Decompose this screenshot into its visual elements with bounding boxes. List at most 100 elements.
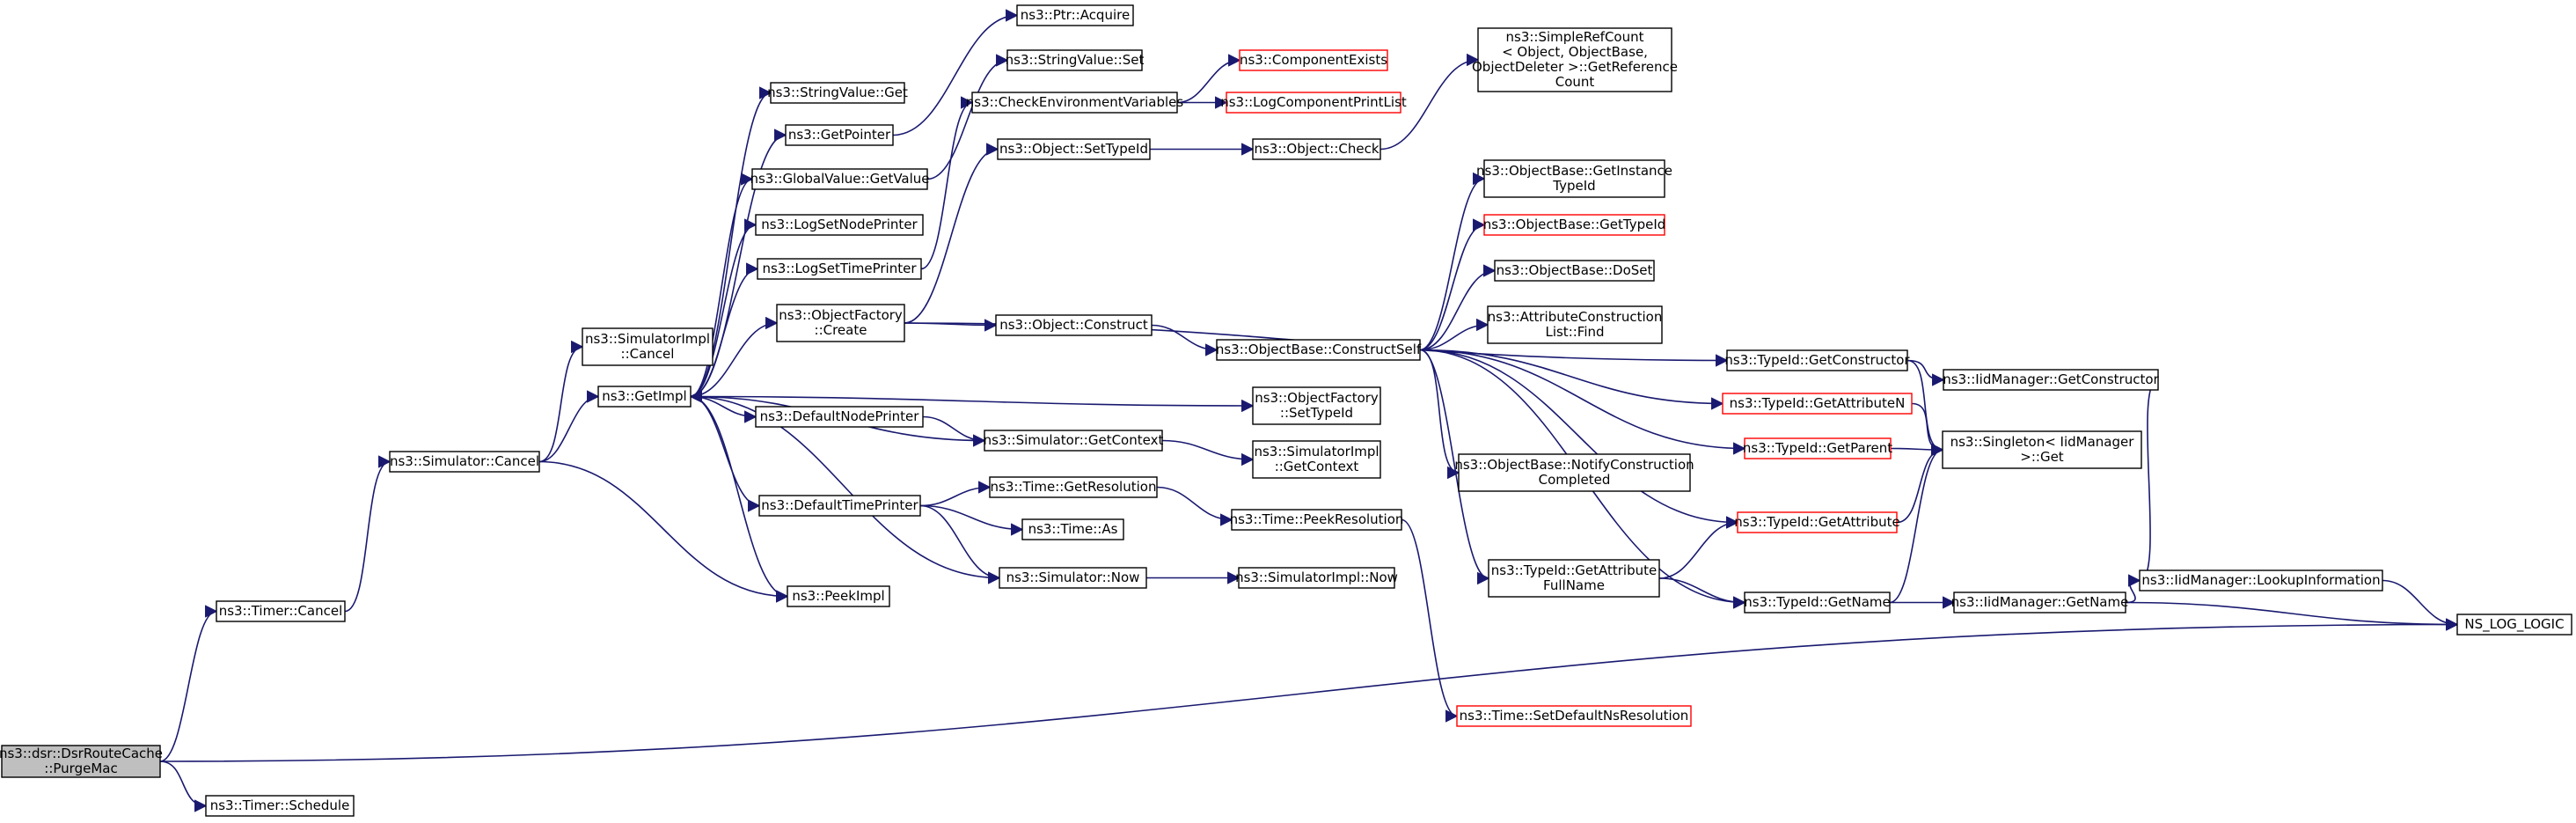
- node-label: ns3::ObjectBase::NotifyConstruction: [1454, 457, 1694, 473]
- call-edge-objbase_constructself-to-objbase_getinstancetypeid: [1419, 172, 1486, 351]
- node-label: ObjectDeleter >::GetReference: [1472, 59, 1678, 75]
- node-sim_now[interactable]: ns3::Simulator::Now: [999, 567, 1147, 589]
- node-label: ns3::Time::As: [1028, 521, 1118, 537]
- node-obj_construct[interactable]: ns3::Object::Construct: [995, 314, 1153, 336]
- node-box: [787, 585, 890, 607]
- node-box: [1483, 214, 1665, 236]
- call-edge-getimpl-to-strval_get: [690, 86, 772, 398]
- node-label: ns3::Ptr::Acquire: [1021, 7, 1130, 23]
- node-strval_set[interactable]: ns3::StringValue::Set: [1006, 49, 1145, 71]
- call-edge-sim_cancel-to-peekimpl: [538, 460, 789, 603]
- node-box: [997, 138, 1151, 160]
- node-simimpl_now[interactable]: ns3::SimulatorImpl::Now: [1235, 567, 1398, 589]
- node-label: ns3::Simulator::GetContext: [984, 432, 1164, 448]
- node-checkenv[interactable]: ns3::CheckEnvironmentVariables: [966, 92, 1184, 114]
- node-iidmgr_lookupinfo[interactable]: ns3::IidManager::LookupInformation: [2139, 569, 2383, 592]
- node-box: [1231, 509, 1402, 531]
- call-edge-getimpl-to-defaulttimeprinter: [690, 395, 761, 512]
- node-box: [984, 430, 1163, 452]
- node-label: ns3::ComponentExists: [1240, 52, 1387, 68]
- call-edge-objbase_constructself-to-attrconslist_find: [1419, 318, 1489, 351]
- node-logsetnodeprinter[interactable]: ns3::LogSetNodePrinter: [755, 214, 924, 236]
- node-typeid_getattribute[interactable]: ns3::TypeId::GetAttribute: [1734, 511, 1900, 533]
- node-box: [582, 327, 714, 366]
- node-getimpl[interactable]: ns3::GetImpl: [597, 386, 692, 408]
- node-box: [1494, 260, 1655, 282]
- node-box: [755, 214, 924, 236]
- node-simimpl_getcontext[interactable]: ns3::SimulatorImpl::GetContext: [1252, 440, 1381, 479]
- node-label: ns3::LogSetNodePrinter: [761, 217, 918, 232]
- node-purgemac[interactable]: ns3::dsr::DsrRouteCache::PurgeMac: [0, 745, 163, 778]
- node-box: [989, 476, 1158, 498]
- node-objbase_notifyconstruction[interactable]: ns3::ObjectBase::NotifyConstructionCompl…: [1454, 453, 1694, 492]
- node-time_setdefaultns[interactable]: ns3::Time::SetDefaultNsResolution: [1456, 705, 1692, 727]
- node-defaulttimeprinter[interactable]: ns3::DefaultTimePrinter: [758, 495, 921, 517]
- call-edge-sim_getcontext-to-simimpl_getcontext: [1161, 439, 1255, 467]
- call-edge-objbase_constructself-to-objbase_gettypeid: [1419, 218, 1486, 351]
- node-layer: ns3::dsr::DsrRouteCache::PurgeMacns3::Ti…: [0, 4, 2572, 817]
- node-componentexists[interactable]: ns3::ComponentExists: [1239, 49, 1388, 71]
- node-box: [1477, 27, 1672, 92]
- node-typeid_getparent[interactable]: ns3::TypeId::GetParent: [1743, 437, 1892, 459]
- node-simimpl_cancel[interactable]: ns3::SimulatorImpl::Cancel: [582, 327, 714, 366]
- node-defaultnodeprinter[interactable]: ns3::DefaultNodePrinter: [755, 406, 924, 428]
- node-simplerefcount[interactable]: ns3::SimpleRefCount< Object, ObjectBase,…: [1472, 27, 1678, 92]
- node-peekimpl[interactable]: ns3::PeekImpl: [787, 585, 890, 607]
- call-edge-typeid_getattributefullname-to-typeid_getattribute: [1658, 516, 1739, 579]
- node-label: < Object, ObjectBase,: [1502, 44, 1648, 60]
- node-label: ns3::TypeId::GetName: [1744, 594, 1890, 610]
- node-box: [770, 82, 905, 104]
- node-label: ns3::IidManager::GetName: [1951, 594, 2129, 610]
- node-iidmgr_getname[interactable]: ns3::IidManager::GetName: [1951, 592, 2129, 614]
- call-edge-purgemac-to-timer_cancel: [159, 605, 218, 762]
- node-box: [1, 745, 161, 778]
- node-ptr_acquire[interactable]: ns3::Ptr::Acquire: [1016, 4, 1134, 26]
- node-getpointer[interactable]: ns3::GetPointer: [785, 124, 894, 146]
- node-timer_schedule[interactable]: ns3::Timer::Schedule: [205, 795, 355, 817]
- node-box: [1487, 305, 1663, 344]
- node-label: ::GetContext: [1275, 459, 1359, 474]
- node-objbase_constructself[interactable]: ns3::ObjectBase::ConstructSelf: [1216, 339, 1422, 361]
- node-label: ns3::ObjectFactory: [1255, 390, 1379, 406]
- node-obj_settypeid[interactable]: ns3::Object::SetTypeId: [997, 138, 1151, 160]
- node-box: [597, 386, 692, 408]
- node-ns_log_logic[interactable]: NS_LOG_LOGIC: [2456, 614, 2572, 636]
- node-logcomponentprintlist[interactable]: ns3::LogComponentPrintList: [1220, 92, 1407, 114]
- node-strval_get[interactable]: ns3::StringValue::Get: [767, 82, 908, 104]
- node-objfactory_settypeid[interactable]: ns3::ObjectFactory::SetTypeId: [1252, 386, 1381, 425]
- call-edge-getimpl-to-logsetnodeprinter: [690, 218, 757, 398]
- node-label: ::Cancel: [621, 346, 675, 362]
- node-label: ns3::LogSetTimePrinter: [762, 261, 917, 276]
- node-singleton_get[interactable]: ns3::Singleton< IidManager >::Get: [1942, 430, 2142, 469]
- node-timer_cancel[interactable]: ns3::Timer::Cancel: [216, 600, 346, 622]
- call-edge-iidmgr_getname-to-iidmgr_lookupinfo: [2125, 574, 2141, 604]
- node-box: [1016, 4, 1134, 26]
- node-time_peekresolution[interactable]: ns3::Time::PeekResolution: [1230, 509, 1404, 531]
- node-sim_cancel[interactable]: ns3::Simulator::Cancel: [389, 451, 540, 473]
- node-objfactory_create[interactable]: ns3::ObjectFactory::Create: [776, 304, 905, 342]
- node-obj_check[interactable]: ns3::Object::Check: [1252, 138, 1381, 160]
- node-globalval_getvalue[interactable]: ns3::GlobalValue::GetValue: [750, 168, 930, 190]
- node-objbase_doset[interactable]: ns3::ObjectBase::DoSet: [1494, 260, 1655, 282]
- node-objbase_gettypeid[interactable]: ns3::ObjectBase::GetTypeId: [1483, 214, 1666, 236]
- node-box: [785, 124, 894, 146]
- node-logsettimeprinter[interactable]: ns3::LogSetTimePrinter: [757, 258, 922, 280]
- node-typeid_getname[interactable]: ns3::TypeId::GetName: [1744, 592, 1891, 614]
- node-box: [1216, 339, 1421, 361]
- node-label: >::Get: [2020, 449, 2064, 465]
- node-time_getresolution[interactable]: ns3::Time::GetResolution: [989, 476, 1158, 498]
- node-label: ns3::StringValue::Set: [1006, 52, 1145, 68]
- node-iidmgr_getconstructor[interactable]: ns3::IidManager::GetConstructor: [1943, 369, 2160, 391]
- call-edge-time_getresolution-to-time_peekresolution: [1156, 486, 1233, 526]
- node-label: ns3::ObjectBase::GetTypeId: [1483, 217, 1666, 232]
- node-box: [1488, 559, 1660, 598]
- call-edge-defaulttimeprinter-to-time_getresolution: [919, 481, 992, 507]
- node-sim_getcontext[interactable]: ns3::Simulator::GetContext: [984, 430, 1164, 452]
- node-typeid_getattributen[interactable]: ns3::TypeId::GetAttributeN: [1722, 393, 1913, 415]
- node-time_as[interactable]: ns3::Time::As: [1021, 518, 1124, 540]
- node-typeid_getconstructor[interactable]: ns3::TypeId::GetConstructor: [1724, 349, 1910, 371]
